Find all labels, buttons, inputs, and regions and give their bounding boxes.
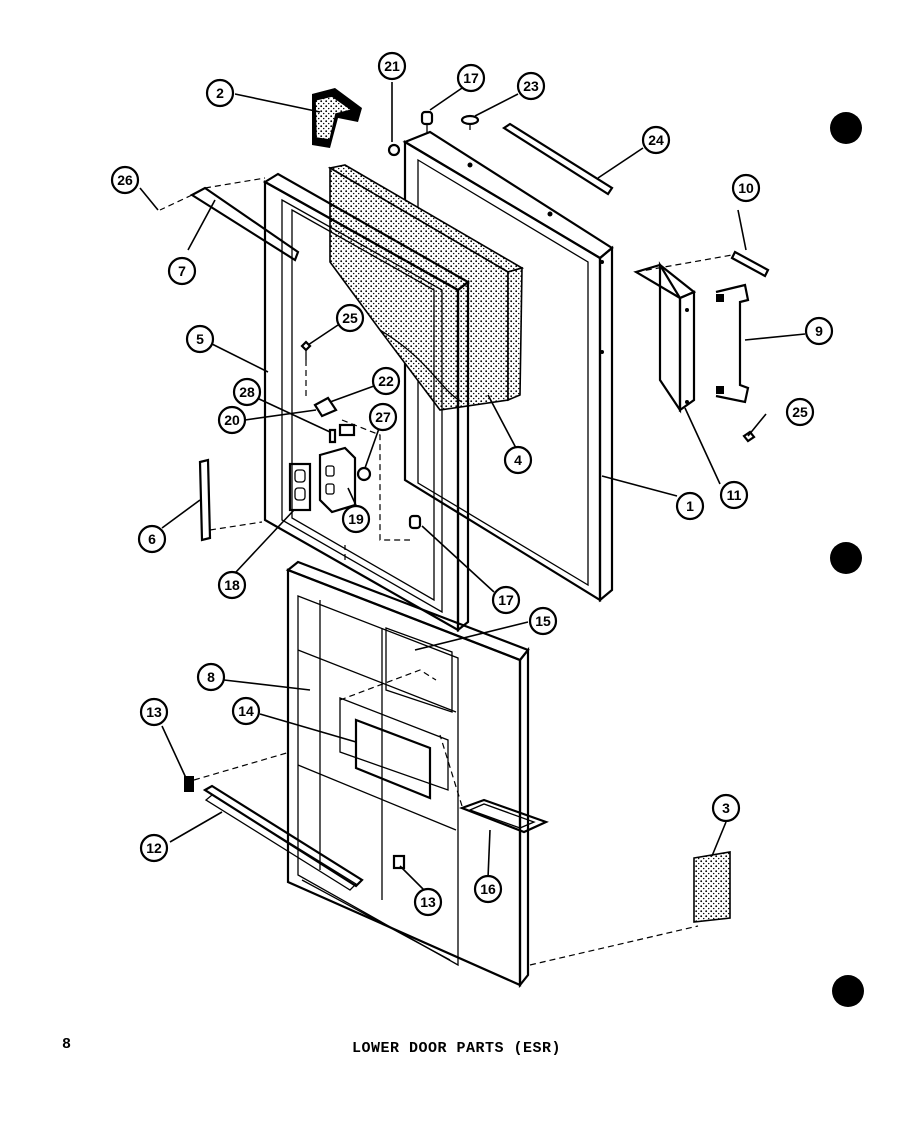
screw-upper [300,340,312,352]
svg-text:26: 26 [117,172,133,188]
handle-tray [458,798,549,834]
callout-8: 8 [196,662,226,692]
insulation-block [327,164,525,411]
callout-14: 14 [231,696,261,726]
plug-lower [408,514,422,530]
svg-text:14: 14 [238,703,254,719]
svg-text:25: 25 [792,404,808,420]
page-number: 8 [62,1036,72,1053]
callout-25-upper: 25 [335,303,365,333]
callout-3: 3 [711,793,741,823]
svg-text:12: 12 [146,840,162,856]
clip-right [392,854,406,870]
switch-plate [288,462,312,512]
top-door-strip [501,122,614,196]
diagram-title: LOWER DOOR PARTS (ESR) [352,1040,562,1057]
hinge-cover [312,88,362,148]
callout-25-lower: 25 [785,397,815,427]
callout-13-right: 13 [413,887,443,917]
callout-10: 10 [731,173,761,203]
binder-hole-middle [830,542,862,574]
side-trim-strip [198,458,212,542]
hinge-bracket [318,446,357,514]
lower-door-liner [285,560,530,989]
button-cap [460,114,480,126]
screw-28 [328,428,337,444]
cam-nut [356,466,372,482]
callout-5: 5 [185,324,215,354]
svg-text:27: 27 [375,409,391,425]
callout-7: 7 [167,256,197,286]
svg-text:15: 15 [535,613,551,629]
svg-text:28: 28 [239,384,255,400]
insulation-pad [693,851,731,923]
svg-text:3: 3 [722,800,730,816]
callout-6: 6 [137,524,167,554]
svg-text:2: 2 [216,85,224,101]
svg-text:23: 23 [523,78,539,94]
svg-text:16: 16 [480,881,496,897]
callout-9: 9 [804,316,834,346]
svg-text:17: 17 [463,70,479,86]
svg-text:7: 7 [178,263,186,279]
svg-text:1: 1 [686,498,694,514]
callout-20: 20 [217,405,247,435]
svg-text:21: 21 [384,58,400,74]
svg-text:20: 20 [224,412,240,428]
callout-28: 28 [232,377,262,407]
svg-text:17: 17 [498,592,514,608]
binder-hole-bottom [832,975,864,1007]
callout-24: 24 [641,125,671,155]
svg-text:8: 8 [207,669,215,685]
callout-21: 21 [377,51,407,81]
svg-text:11: 11 [727,487,742,503]
callout-13-left: 13 [139,697,169,727]
callout-22: 22 [371,366,401,396]
callout-11: 11 [719,480,749,510]
clip-left [184,776,194,792]
callout-16: 16 [473,874,503,904]
hinge-washer [338,423,356,437]
callout-4: 4 [503,445,533,475]
svg-text:5: 5 [196,331,204,347]
callout-19: 19 [341,504,371,534]
callout-17-lower: 17 [491,585,521,615]
washer-top [387,143,401,157]
svg-text:24: 24 [648,132,664,148]
svg-text:19: 19 [348,511,364,527]
svg-text:25: 25 [342,310,358,326]
svg-text:4: 4 [514,452,522,468]
svg-text:13: 13 [420,894,436,910]
svg-text:22: 22 [378,373,394,389]
callout-12: 12 [139,833,169,863]
callout-26: 26 [110,165,140,195]
plug-top [420,110,434,126]
svg-text:6: 6 [148,531,156,547]
handle-end-cap [730,250,770,278]
callout-27: 27 [368,402,398,432]
hinge-pin-block [313,396,338,418]
screw-26 [742,430,756,443]
callout-1: 1 [675,491,705,521]
svg-text:9: 9 [815,323,823,339]
svg-text:18: 18 [224,577,240,593]
svg-text:10: 10 [738,180,754,196]
top-trim-strip [189,186,300,262]
callout-15: 15 [528,606,558,636]
svg-text:13: 13 [146,704,162,720]
handle-assembly [633,261,750,414]
callout-2: 2 [205,78,235,108]
callout-18: 18 [217,570,247,600]
door-liner-frame [262,172,470,633]
leader-lines [139,82,806,891]
front-rail [202,784,364,888]
binder-hole-top [830,112,862,144]
callout-17-top: 17 [456,63,486,93]
callout-23: 23 [516,71,546,101]
